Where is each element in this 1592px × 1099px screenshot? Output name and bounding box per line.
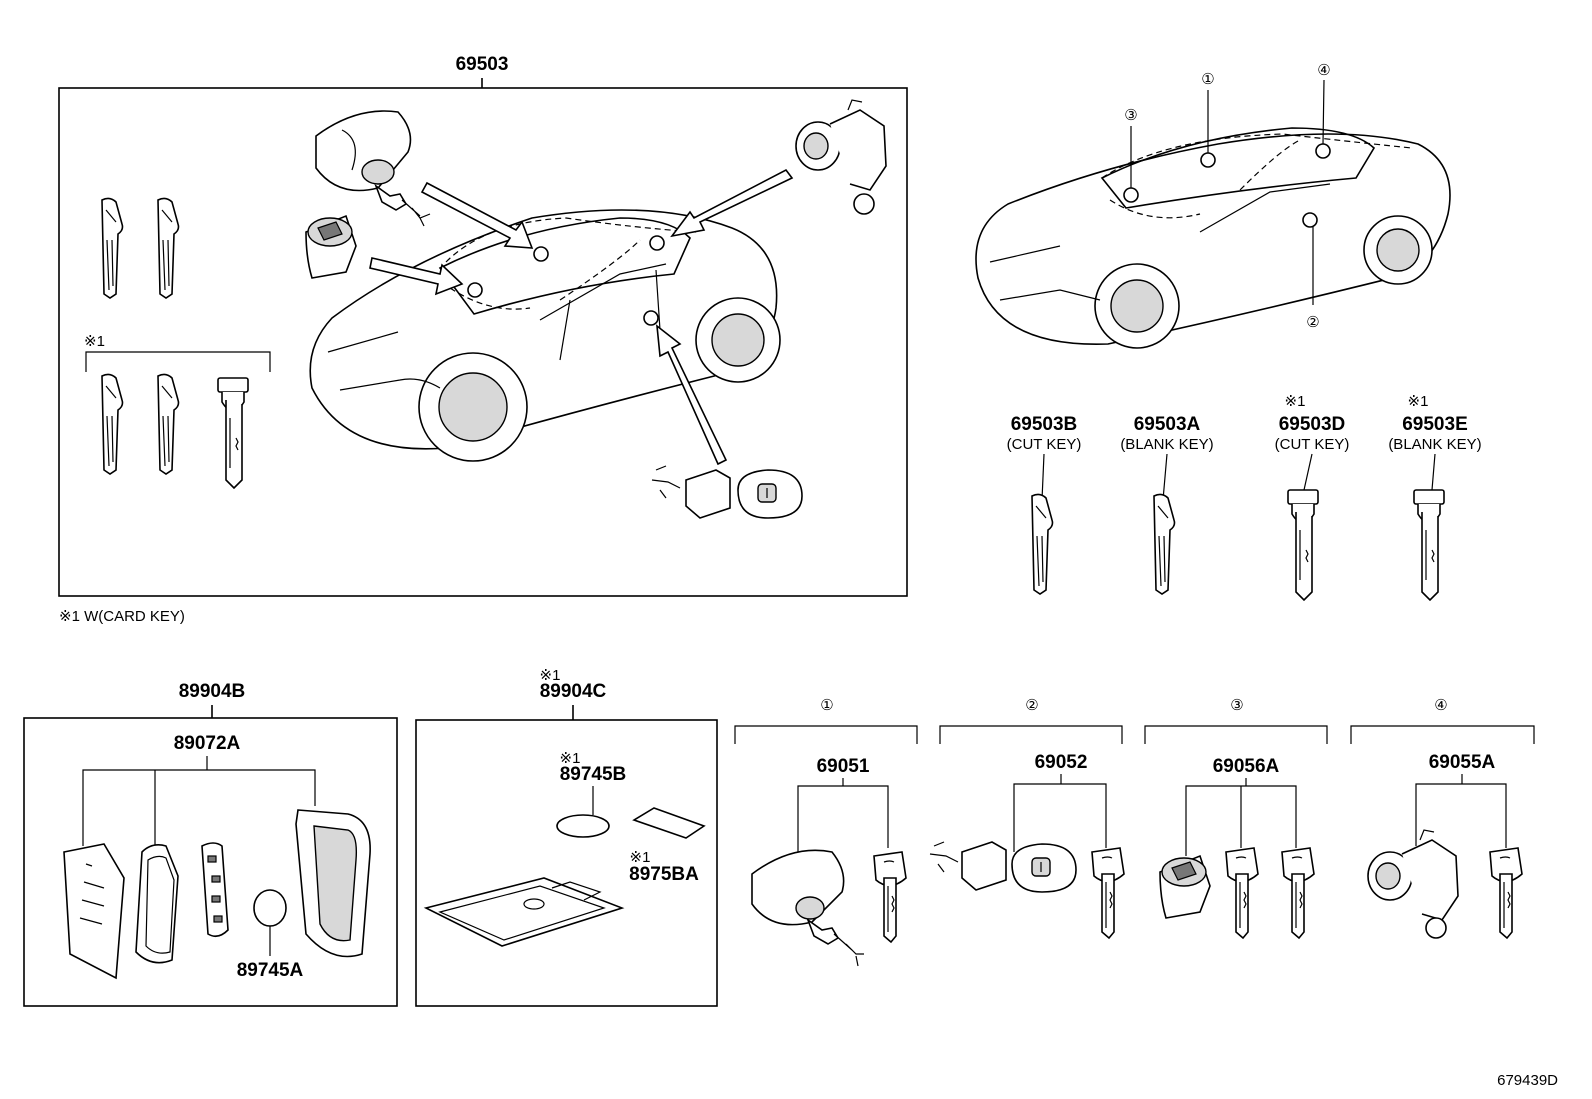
key-description: (BLANK KEY): [1120, 436, 1213, 453]
callout-label-3: ③: [1124, 107, 1137, 124]
callout-label-4: ④: [1317, 62, 1330, 79]
cylinder-set-part-number: 69055A: [1429, 752, 1496, 773]
card-battery-part-number: 89745B: [560, 764, 627, 785]
callout-label-2: ②: [1306, 314, 1319, 331]
card-blank-key-icon: [1413, 489, 1445, 601]
key-part-69503D: ※1 69503D (CUT KEY): [1275, 393, 1350, 601]
key-part-69503E: ※1 69503E (BLANK KEY): [1388, 393, 1482, 601]
key-part-69503B: 69503B (CUT KEY): [1007, 414, 1082, 595]
cylinder-set-4: ④ 69055A: [1350, 697, 1535, 939]
key-icon: [1489, 847, 1523, 939]
car-illustration-main: [309, 209, 781, 462]
key-icon: [1225, 847, 1259, 939]
small-key-icon: [157, 373, 180, 475]
callout-point: [1302, 212, 1318, 228]
switch-cylinder-icon: [305, 214, 357, 279]
diagram-id: 679439D: [1497, 1072, 1558, 1089]
key-part-number: 69503A: [1134, 414, 1201, 435]
fob-cover-icon: [63, 843, 125, 980]
card-cut-key-icon: [1287, 489, 1319, 601]
trunk-key-cylinder-icon: [929, 841, 1077, 893]
callout-point: [1200, 152, 1216, 168]
fob-set-part-number: 89904B: [179, 681, 246, 702]
battery-icon: [253, 889, 287, 927]
callout-point: [1315, 143, 1331, 159]
main-set-box: [58, 87, 908, 597]
key-description: (BLANK KEY): [1388, 436, 1481, 453]
main-set-group: 69503 ※1: [58, 54, 908, 625]
card-set-group: ※1 89904C ※1 89745B ※1 8975BA: [415, 667, 718, 1007]
arrow-icon: [420, 181, 534, 249]
small-key-icon: [157, 197, 180, 299]
trunk-lock-assembly-icon: [315, 110, 431, 227]
key-icon: [1281, 847, 1315, 939]
small-key-icon: [101, 197, 124, 299]
cover-part-number: 8975BA: [629, 864, 699, 885]
cylinder-set-index: ②: [1025, 697, 1038, 714]
fob-sub-part-number: 89072A: [174, 733, 241, 754]
arrow-icon: [670, 168, 794, 238]
key-part-69503A: 69503A (BLANK KEY): [1120, 414, 1214, 595]
cylinder-set-part-number: 69052: [1035, 752, 1088, 773]
fob-set-group: 89904B 89072A 89745A: [23, 681, 398, 1007]
key-part-number: 69503B: [1011, 414, 1078, 435]
cylinder-set-2: ② 69052: [929, 697, 1125, 939]
arrow-icon: [369, 257, 464, 296]
key-icon: [1091, 847, 1125, 939]
cover-sheet-icon: [632, 807, 706, 839]
cover-note-marker: ※1: [630, 849, 651, 866]
cylinder-set-1: ① 69051: [734, 697, 918, 967]
blank-key-icon: [1153, 493, 1176, 595]
callout-label-1: ①: [1201, 71, 1214, 88]
key-parts-row: 69503B (CUT KEY) 69503A (BLANK KEY) ※1 6…: [1007, 393, 1482, 601]
key-icon: [873, 851, 907, 943]
trunk-key-cylinder-icon: [651, 465, 803, 519]
car-callout-group: ① ② ③ ④: [975, 62, 1451, 349]
fob-board-icon: [201, 842, 229, 938]
coin-battery-icon: [556, 814, 610, 838]
callout-point: [1123, 187, 1139, 203]
cylinder-set-index: ④: [1434, 697, 1447, 714]
cylinder-set-part-number: 69051: [817, 756, 870, 777]
fob-frame-icon: [135, 844, 179, 964]
card-key-body-icon: [423, 877, 625, 947]
switch-cylinder-icon: [1159, 854, 1211, 919]
key-part-number: 69503E: [1402, 414, 1468, 435]
arrow-icon: [656, 324, 728, 466]
card-set-part-number: 89904C: [540, 681, 607, 702]
car-illustration-callouts: [975, 127, 1451, 349]
key-note-marker: ※1: [1285, 393, 1306, 410]
fob-battery-part-number: 89745A: [237, 960, 304, 981]
card-key-icon: [217, 377, 249, 489]
main-set-note-marker: ※1: [84, 333, 105, 350]
key-description: (CUT KEY): [1275, 436, 1350, 453]
footnote: ※1 W(CARD KEY): [59, 608, 185, 625]
cylinder-set-part-number: 69056A: [1213, 756, 1280, 777]
card-set-note-marker: ※1: [540, 667, 561, 684]
small-key-icon: [101, 373, 124, 475]
card-key-bracket: [85, 351, 271, 372]
key-part-number: 69503D: [1279, 414, 1346, 435]
cylinder-set-index: ①: [820, 697, 833, 714]
cylinder-set-index: ③: [1230, 697, 1243, 714]
trunk-lock-assembly-icon: [751, 849, 864, 967]
card-set-box: [415, 719, 718, 1007]
door-lock-cylinder-icon: [795, 99, 887, 215]
main-set-part-number: 69503: [456, 54, 509, 75]
key-note-marker: ※1: [1408, 393, 1429, 410]
cylinder-set-3: ③ 69056A: [1144, 697, 1328, 939]
fob-set-box: [23, 717, 398, 1007]
key-description: (CUT KEY): [1007, 436, 1082, 453]
cut-key-icon: [1031, 493, 1054, 595]
battery-note-marker: ※1: [560, 750, 581, 767]
door-lock-cylinder-icon: [1367, 829, 1459, 939]
